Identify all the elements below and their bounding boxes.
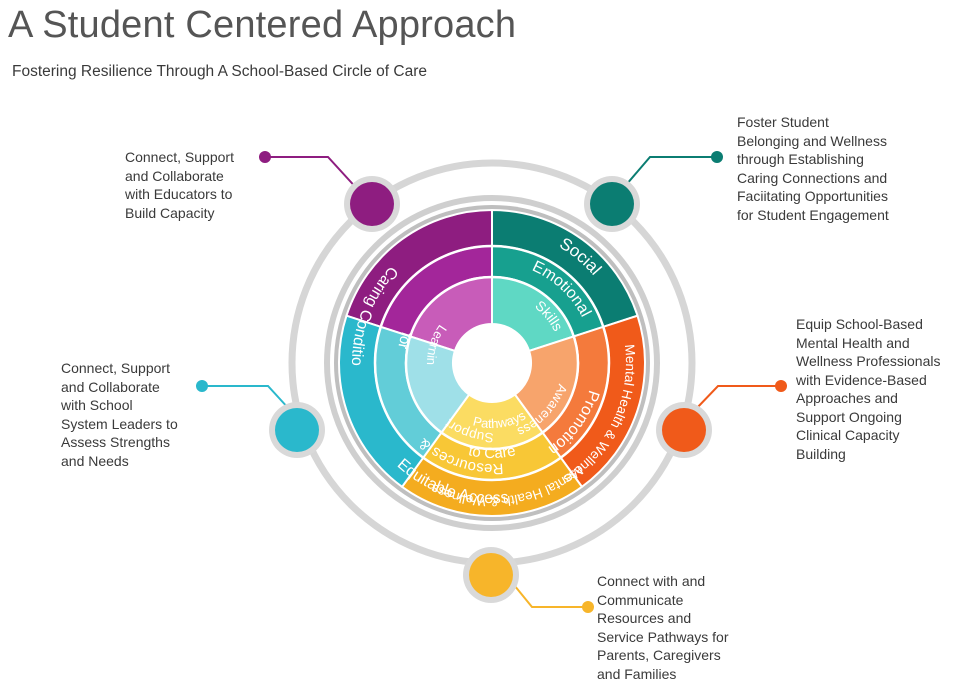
dot-leaders	[196, 380, 208, 392]
callout-belonging: Foster Student Belonging and Wellness th…	[737, 114, 889, 223]
connector-belonging	[619, 156, 717, 193]
label-to-care: to Care	[467, 442, 517, 462]
callout-professionals: Equip School-Based Mental Health and Wel…	[796, 316, 941, 462]
inner-gray-ring	[324, 195, 660, 531]
ring-segments	[334, 205, 650, 521]
node-families	[463, 547, 519, 603]
page-title: A Student Centered Approach	[8, 4, 517, 46]
callout-families: Connect with and Communicate Resources a…	[597, 573, 729, 682]
dot-professionals	[775, 380, 787, 392]
connector-families	[509, 579, 590, 608]
page-subtitle: Fostering Resilience Through A School-Ba…	[12, 63, 427, 80]
connector-leaders	[202, 385, 291, 411]
callout-leaders: Connect, Support and Collaborate with Sc…	[61, 360, 178, 469]
node-belonging	[584, 176, 640, 232]
connector-professionals	[694, 385, 781, 411]
connector-educators	[265, 156, 361, 193]
center-hub	[453, 324, 531, 402]
node-professionals	[656, 402, 712, 458]
label-for: for	[394, 330, 415, 351]
node-leaders	[269, 402, 325, 458]
ring-separator-1	[373, 244, 611, 482]
dot-belonging	[711, 151, 723, 163]
dot-families	[582, 601, 594, 613]
dot-educators	[259, 151, 271, 163]
ring-separator-2	[404, 275, 580, 451]
callout-educators: Connect, Support and Collaborate with Ed…	[125, 149, 234, 221]
node-educators	[344, 176, 400, 232]
